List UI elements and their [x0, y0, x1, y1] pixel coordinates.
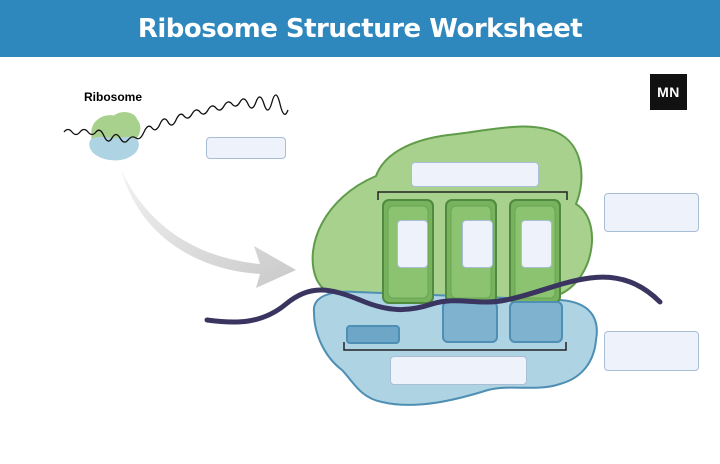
pointer-arrow	[121, 170, 296, 288]
mrna-strand	[204, 274, 663, 325]
answer-box-large-subunit[interactable]	[604, 193, 699, 232]
overview-small-subunit	[89, 136, 139, 161]
answer-box-overview[interactable]	[206, 137, 286, 159]
small-site-right	[509, 301, 563, 343]
small-subunit-sites	[346, 301, 563, 344]
answer-box-site-right[interactable]	[521, 220, 552, 268]
small-subunit-bracket	[343, 342, 567, 351]
brand-logo-text: MN	[657, 84, 680, 100]
small-site-middle	[442, 301, 498, 343]
brand-logo: MN	[650, 74, 687, 110]
answer-box-site-left[interactable]	[397, 220, 428, 268]
answer-box-small-subunit-sites[interactable]	[390, 356, 527, 385]
small-site-left	[346, 325, 400, 344]
large-subunit-bracket	[377, 191, 568, 200]
answer-box-site-middle[interactable]	[462, 220, 493, 268]
overview-ribosome	[63, 94, 289, 161]
answer-box-small-subunit[interactable]	[604, 331, 699, 371]
overview-mrna	[63, 94, 289, 143]
page-title: Ribosome Structure Worksheet	[137, 13, 583, 44]
ribosome-overview-label: Ribosome	[84, 90, 143, 104]
title-bar: Ribosome Structure Worksheet	[0, 0, 720, 57]
answer-box-large-subunit-sites[interactable]	[411, 162, 539, 187]
